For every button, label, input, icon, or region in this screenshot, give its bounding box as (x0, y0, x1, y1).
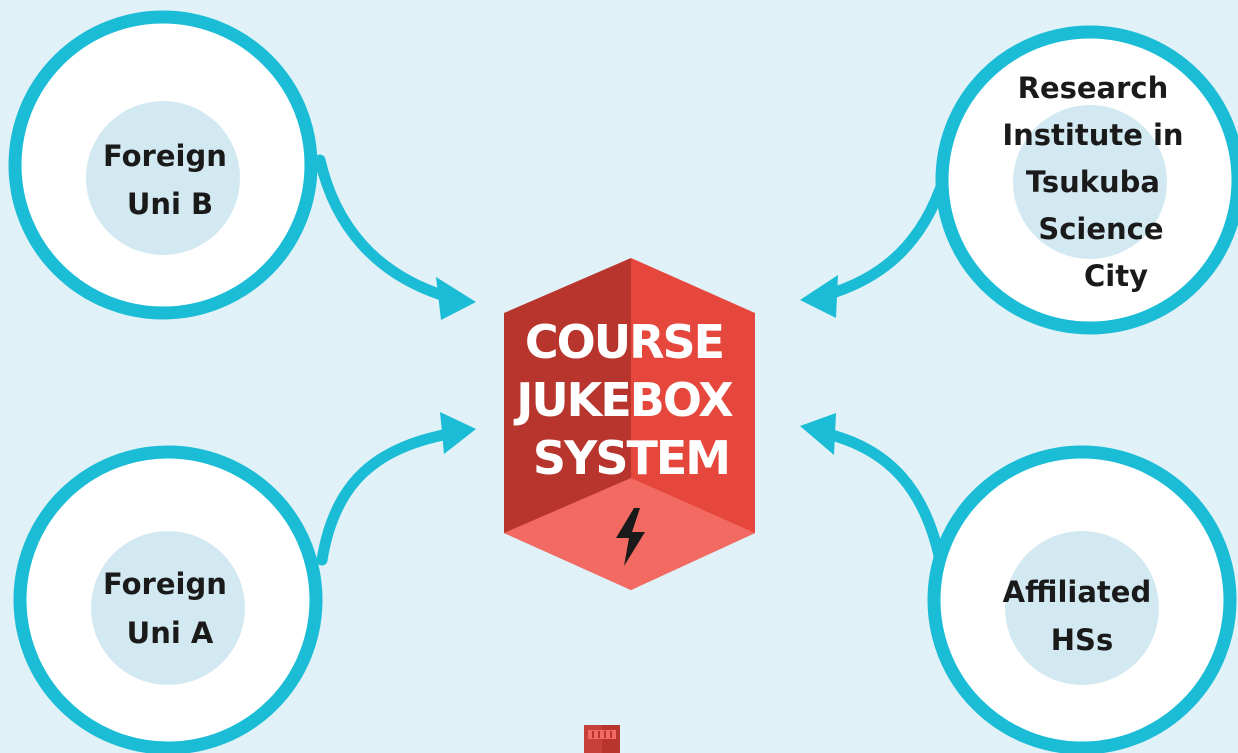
connector-research-institute (820, 159, 954, 301)
node-label-foreign-uni-a: Foreign Uni A (103, 567, 237, 650)
node-foreign-uni-a: Foreign Uni A (13, 445, 323, 753)
lightning-bolt-icon (616, 508, 645, 566)
arrowhead-affiliated-hs (800, 413, 836, 455)
node-label-line: Uni A (127, 616, 214, 650)
hub-label-line: JUKEBOX (513, 373, 733, 427)
node-foreign-uni-b: Foreign Uni B (8, 10, 318, 320)
arrowhead-foreign-uni-a (440, 412, 476, 454)
node-research-institute: Research Institute in Tsukuba Science Ci… (935, 25, 1238, 335)
node-label-line: Foreign (103, 139, 227, 173)
node-label-line: Science (1038, 212, 1163, 246)
node-label-affiliated-hs: Affiliated HSs (1003, 575, 1162, 657)
node-label-research-institute: Research Institute in Tsukuba Science Ci… (1002, 71, 1193, 293)
node-label-line: Institute in (1002, 118, 1183, 152)
node-label-line: Foreign (103, 567, 227, 601)
node-label-foreign-uni-b: Foreign Uni B (103, 139, 237, 221)
node-label-line: City (1084, 259, 1148, 293)
hub-course-jukebox-system: COURSE JUKEBOX SYSTEM (504, 258, 755, 590)
node-label-line: Tsukuba (1026, 165, 1160, 199)
connector-affiliated-hs (822, 428, 946, 566)
node-label-line: Research (1018, 71, 1169, 105)
node-label-line: Uni B (127, 187, 213, 221)
node-affiliated-hs: Affiliated HSs (927, 445, 1237, 753)
hub-label: COURSE JUKEBOX SYSTEM (513, 315, 746, 485)
hub-label-line: SYSTEM (533, 431, 729, 485)
hub-label-line: COURSE (525, 315, 723, 369)
arrowhead-research-institute (800, 275, 838, 318)
connector-foreign-uni-b (314, 154, 454, 303)
device-top-icon (584, 725, 620, 753)
arrowhead-foreign-uni-b (436, 277, 476, 320)
node-label-line: HSs (1051, 623, 1113, 657)
connector-foreign-uni-a (316, 428, 454, 566)
node-label-line: Affiliated (1003, 575, 1152, 609)
